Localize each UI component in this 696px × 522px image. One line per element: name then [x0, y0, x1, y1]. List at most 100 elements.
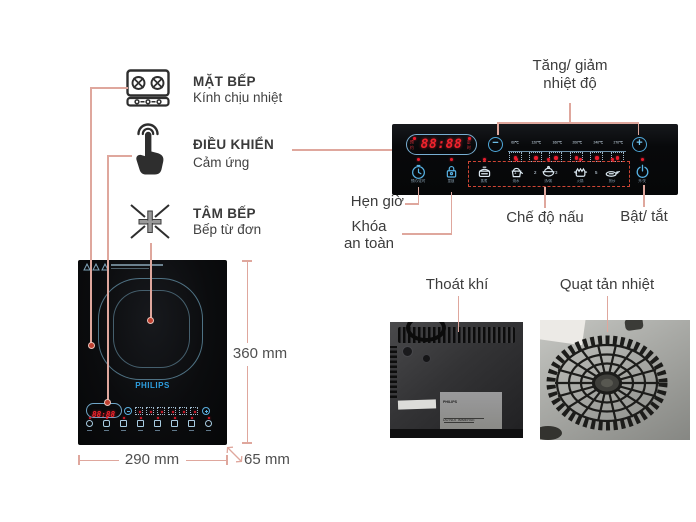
kettle-icon	[511, 167, 523, 178]
dim-360-cap-top	[242, 260, 252, 262]
label-temp-adjust: Tăng/ giảm nhiệt độ	[515, 57, 625, 93]
mini-lock-button	[103, 420, 110, 427]
connector-temp	[569, 103, 571, 123]
power-icon	[636, 164, 648, 178]
connector-vent	[457, 296, 459, 332]
feature-subtitle-center: Bếp từ đơn	[193, 222, 262, 237]
mini-temp-box	[135, 407, 143, 415]
temp-box	[590, 152, 604, 162]
label-safety-lock: Khóa an toàn	[334, 218, 404, 252]
power-cable	[406, 322, 446, 342]
connector-temp	[497, 122, 499, 135]
button-label: 童锁	[447, 179, 455, 183]
button-label: 蒸煮	[480, 179, 488, 183]
display-right-tag: 定时	[467, 139, 472, 150]
temp-label: 200℃	[572, 140, 583, 145]
feature-title-center: TÂM BẾP	[193, 206, 256, 221]
temp-level-2: 120℃ 2	[525, 133, 545, 180]
screw	[422, 354, 431, 363]
connector-control	[107, 155, 109, 402]
mini-temp-box	[168, 407, 176, 415]
connector-surface	[90, 87, 92, 345]
stir-fry-button: 煎炒	[597, 158, 627, 185]
connector-control-to-panel	[292, 149, 392, 151]
temp-level-3: 160℃ 3	[546, 133, 566, 180]
connector-dot-control	[104, 398, 111, 406]
plus-button: +	[632, 137, 647, 152]
label-vent: Thoát khí	[425, 276, 489, 293]
temp-level-1: 60℃ 1	[505, 133, 525, 180]
label-lock-line1: Khóa	[351, 218, 387, 235]
display-dot-left	[413, 137, 416, 140]
burner-center-icon	[130, 204, 170, 239]
covered-bowl-icon	[542, 165, 554, 177]
label-cooking-modes: Chế độ nấu	[506, 209, 584, 226]
mini-display: 88:88	[86, 403, 122, 420]
connector-power	[643, 185, 645, 207]
dim-360-line	[246, 366, 248, 443]
vent-photo: PHILIPS DO NOT IMMERSE IN WATER	[390, 322, 523, 438]
rating-label: PHILIPS DO NOT IMMERSE IN WATER	[440, 392, 502, 438]
temp-number: 1	[513, 170, 517, 175]
mini-mode-button	[137, 420, 144, 427]
feature-subtitle-surface: Kính chịu nhiệt	[193, 90, 283, 105]
hotpot-button: 火锅	[565, 158, 595, 185]
lock-icon	[446, 166, 456, 178]
display-left-tag: 预约	[409, 139, 414, 150]
temp-label: 160℃	[552, 140, 562, 145]
temp-box	[569, 152, 583, 162]
dark-object	[624, 320, 644, 332]
feature-title-control: ĐIỀU KHIỂN	[193, 137, 275, 152]
connector-dot-surface	[87, 341, 95, 349]
connector-fan	[606, 296, 608, 332]
panel-display: 预约 88:88 定时	[406, 134, 477, 155]
mini-mode-button	[171, 420, 178, 427]
white-sticker	[397, 399, 437, 410]
connector-lock	[402, 233, 452, 235]
label-timer: Hẹn giờ	[350, 193, 404, 210]
temp-label: 60℃	[511, 140, 519, 145]
label-temp-line2: nhiệt độ	[543, 75, 597, 92]
control-panel-photo: 预约 88:88 定时 − + 60℃ 1 120℃ 2 160℃ 3 200℃	[392, 124, 678, 195]
dim-height-label: 360 mm	[232, 345, 288, 362]
steam-cook-button: 蒸煮	[469, 158, 499, 185]
temp-box	[610, 152, 624, 162]
frying-pan-icon	[605, 170, 620, 177]
connector-control	[107, 155, 132, 157]
header-text-line	[111, 268, 149, 270]
brand-logo: PHILIPS	[135, 381, 170, 390]
timer-icon	[411, 164, 425, 179]
mini-temp-box	[190, 407, 198, 415]
connector-temp	[637, 122, 639, 135]
mini-plus-button	[202, 407, 210, 415]
temp-number: 3	[554, 170, 558, 175]
mini-mode-button	[154, 420, 161, 427]
dim-width-label: 290 mm	[124, 451, 180, 468]
button-label: 开/关	[638, 179, 646, 183]
dark-object	[540, 426, 562, 440]
label-brand-text: PHILIPS	[443, 400, 458, 405]
connector-center	[150, 243, 152, 320]
display-dot-right	[468, 137, 471, 140]
label-power: Bật/ tắt	[620, 208, 668, 225]
cooling-fan-grille	[546, 335, 668, 431]
button-label: 汤/粥	[544, 179, 552, 183]
dim-360-line	[246, 261, 248, 343]
stove-icon	[126, 69, 170, 107]
hotpot-icon	[573, 167, 587, 177]
fan-photo	[540, 320, 690, 440]
feature-title-surface: MẶT BẾP	[193, 74, 256, 89]
cooktop-product-photo: PHILIPS 88:88	[78, 260, 227, 445]
temp-label: 120℃	[531, 140, 542, 145]
button-label: 预约/定时	[410, 179, 426, 183]
boil-water-button: 烧水	[501, 158, 531, 185]
mini-display-value: 88:88	[92, 410, 116, 420]
connector-modes	[544, 187, 546, 208]
mini-minus-button	[124, 407, 132, 415]
temp-scale-line	[508, 150, 626, 152]
temp-box	[508, 152, 522, 162]
connector-surface	[90, 87, 128, 89]
header-text-line	[111, 264, 163, 266]
dim-65-line	[226, 446, 243, 463]
